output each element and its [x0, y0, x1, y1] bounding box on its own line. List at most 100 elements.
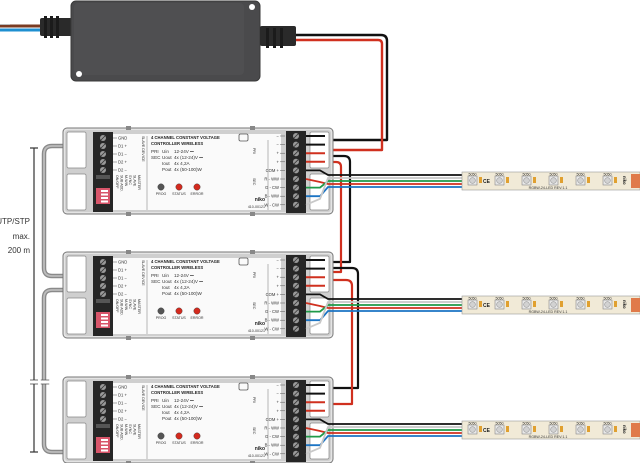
dip-label: SLAVE [133, 299, 137, 311]
ce-mark: CE [483, 303, 491, 309]
spec-uout-value: 4x (12-24)V ⎓ [174, 404, 203, 409]
led-chip-label: 5050 [550, 296, 558, 300]
spec-pri-value: 12-24V ⎓ [174, 398, 194, 403]
dip-label: MASTER [137, 424, 141, 439]
led-chip-label: 5050 [604, 296, 612, 300]
right-terminal-label: B - WW [265, 318, 279, 323]
right-terminal-label: − [277, 258, 280, 263]
ce-mark: CE [483, 179, 491, 185]
distance-label-line2: max. [13, 232, 30, 241]
left-terminal-label: D2 + [118, 160, 128, 165]
led-chip-label: 5050 [469, 296, 477, 300]
spec-pout-symbol: Pout [162, 167, 172, 172]
strip-marking: RGBW-24-LED REV:1.1 [529, 186, 568, 190]
controller-title-line2: CONTROLLER WIRELESS [151, 390, 203, 395]
spec-uout-symbol: Uout [162, 404, 172, 409]
status-led-error [193, 432, 201, 440]
right-terminal-label: W - CW [264, 202, 279, 207]
led-label: ERROR [191, 192, 204, 196]
slave-device-label: SLAVE DEVICE [141, 136, 145, 162]
led-chip-label: 5050 [523, 296, 531, 300]
strip-marking: RGBW-24-LED REV:1.1 [529, 310, 568, 314]
slave-device-label: SLAVE DEVICE [141, 385, 145, 411]
led-chip-label: 5050 [550, 172, 558, 176]
led-chip-label: 5050 [496, 421, 504, 425]
dip-label: MASTER [137, 299, 141, 314]
status-led-status [175, 432, 183, 440]
right-terminal-label: + [277, 283, 280, 288]
controller-title-line1: 4 CHANNEL CONSTANT VOLTAGE [151, 259, 220, 264]
utp-bus-cables [40, 143, 68, 455]
led-chip-label: 5050 [469, 421, 477, 425]
status-led-prog [157, 183, 165, 191]
right-terminal-label: COM + [266, 292, 280, 297]
led-label: STATUS [172, 441, 186, 445]
distance-label-line3: 200 m [8, 246, 31, 255]
brand-logo: niko [255, 446, 265, 452]
left-terminal-label: GND [118, 136, 127, 141]
status-led-status [175, 307, 183, 315]
led-label: PROG [156, 192, 167, 196]
status-led-error [193, 183, 201, 191]
left-terminal-label: D1 + [118, 393, 128, 398]
wireless-module-icon [238, 382, 249, 391]
status-led-prog [157, 432, 165, 440]
left-terminal-label: D2 − [118, 417, 128, 422]
spec-iout-symbol: Iout [162, 410, 170, 415]
led-label: ERROR [191, 441, 204, 445]
led-chip-label: 5050 [577, 172, 585, 176]
left-terminal-label: D2 − [118, 168, 128, 173]
spec-pout-value: 4x (50-100)W [174, 416, 202, 421]
distance-indicator [30, 147, 38, 453]
spec-iout-value: 4x 4,2A [174, 285, 191, 290]
spec-pri-symbol: Uin [162, 149, 169, 154]
spec-iout-value: 4x 4,2A [174, 410, 191, 415]
right-terminal-label: − [277, 134, 280, 139]
spec-uout-value: 4x (12-24)V ⎓ [174, 155, 203, 160]
status-led-error [193, 307, 201, 315]
strip-brand-mark: niko [622, 300, 627, 309]
bus-connector [96, 175, 110, 179]
part-number: 410-00121 [248, 454, 265, 458]
spec-pout-value: 4x (50-100)W [174, 167, 202, 172]
distance-label-line1: UTP/STP [0, 217, 30, 226]
wireless-module-icon [238, 257, 249, 266]
right-terminal-label: + [277, 408, 280, 413]
spec-pri-symbol: Uin [162, 398, 169, 403]
left-terminal-label: GND [118, 385, 127, 390]
led-chip-label: 5050 [469, 172, 477, 176]
left-terminal-label: D1 + [118, 268, 128, 273]
right-terminal-label: + [277, 151, 280, 156]
spec-pri-value: 12-24V ⎓ [174, 149, 194, 154]
led-chip-label: 5050 [496, 296, 504, 300]
spec-iout-symbol: Iout [162, 285, 170, 290]
led-chip-label: 5050 [604, 172, 612, 176]
spec-pri-value: 12-24V ⎓ [174, 273, 194, 278]
led-chip-label: 5050 [523, 172, 531, 176]
spec-sec-label: SEC [151, 279, 161, 284]
sec-side-label: SEC [252, 427, 256, 435]
right-terminal-label: G - CW [265, 185, 279, 190]
dip-label: ON/OFF [115, 424, 119, 438]
left-terminal-label: D2 − [118, 292, 128, 297]
left-terminal-label: D1 − [118, 152, 128, 157]
slave-device-label: SLAVE DEVICE [141, 260, 145, 286]
spec-uout-value: 4x (12-24)V ⎓ [174, 279, 203, 284]
right-terminal-label: − [277, 391, 280, 396]
left-terminal-label: D1 − [118, 276, 128, 281]
controller-title-line2: CONTROLLER WIRELESS [151, 141, 203, 146]
status-led-prog [157, 307, 165, 315]
status-led-status [175, 183, 183, 191]
dip-label: SYNC [128, 299, 132, 309]
spec-pout-symbol: Pout [162, 416, 172, 421]
dip-label: M-WIN [124, 299, 128, 311]
controller-title-line1: 4 CHANNEL CONSTANT VOLTAGE [151, 384, 220, 389]
dip-label: ON/OFF [115, 175, 119, 189]
led-label: ERROR [191, 316, 204, 320]
